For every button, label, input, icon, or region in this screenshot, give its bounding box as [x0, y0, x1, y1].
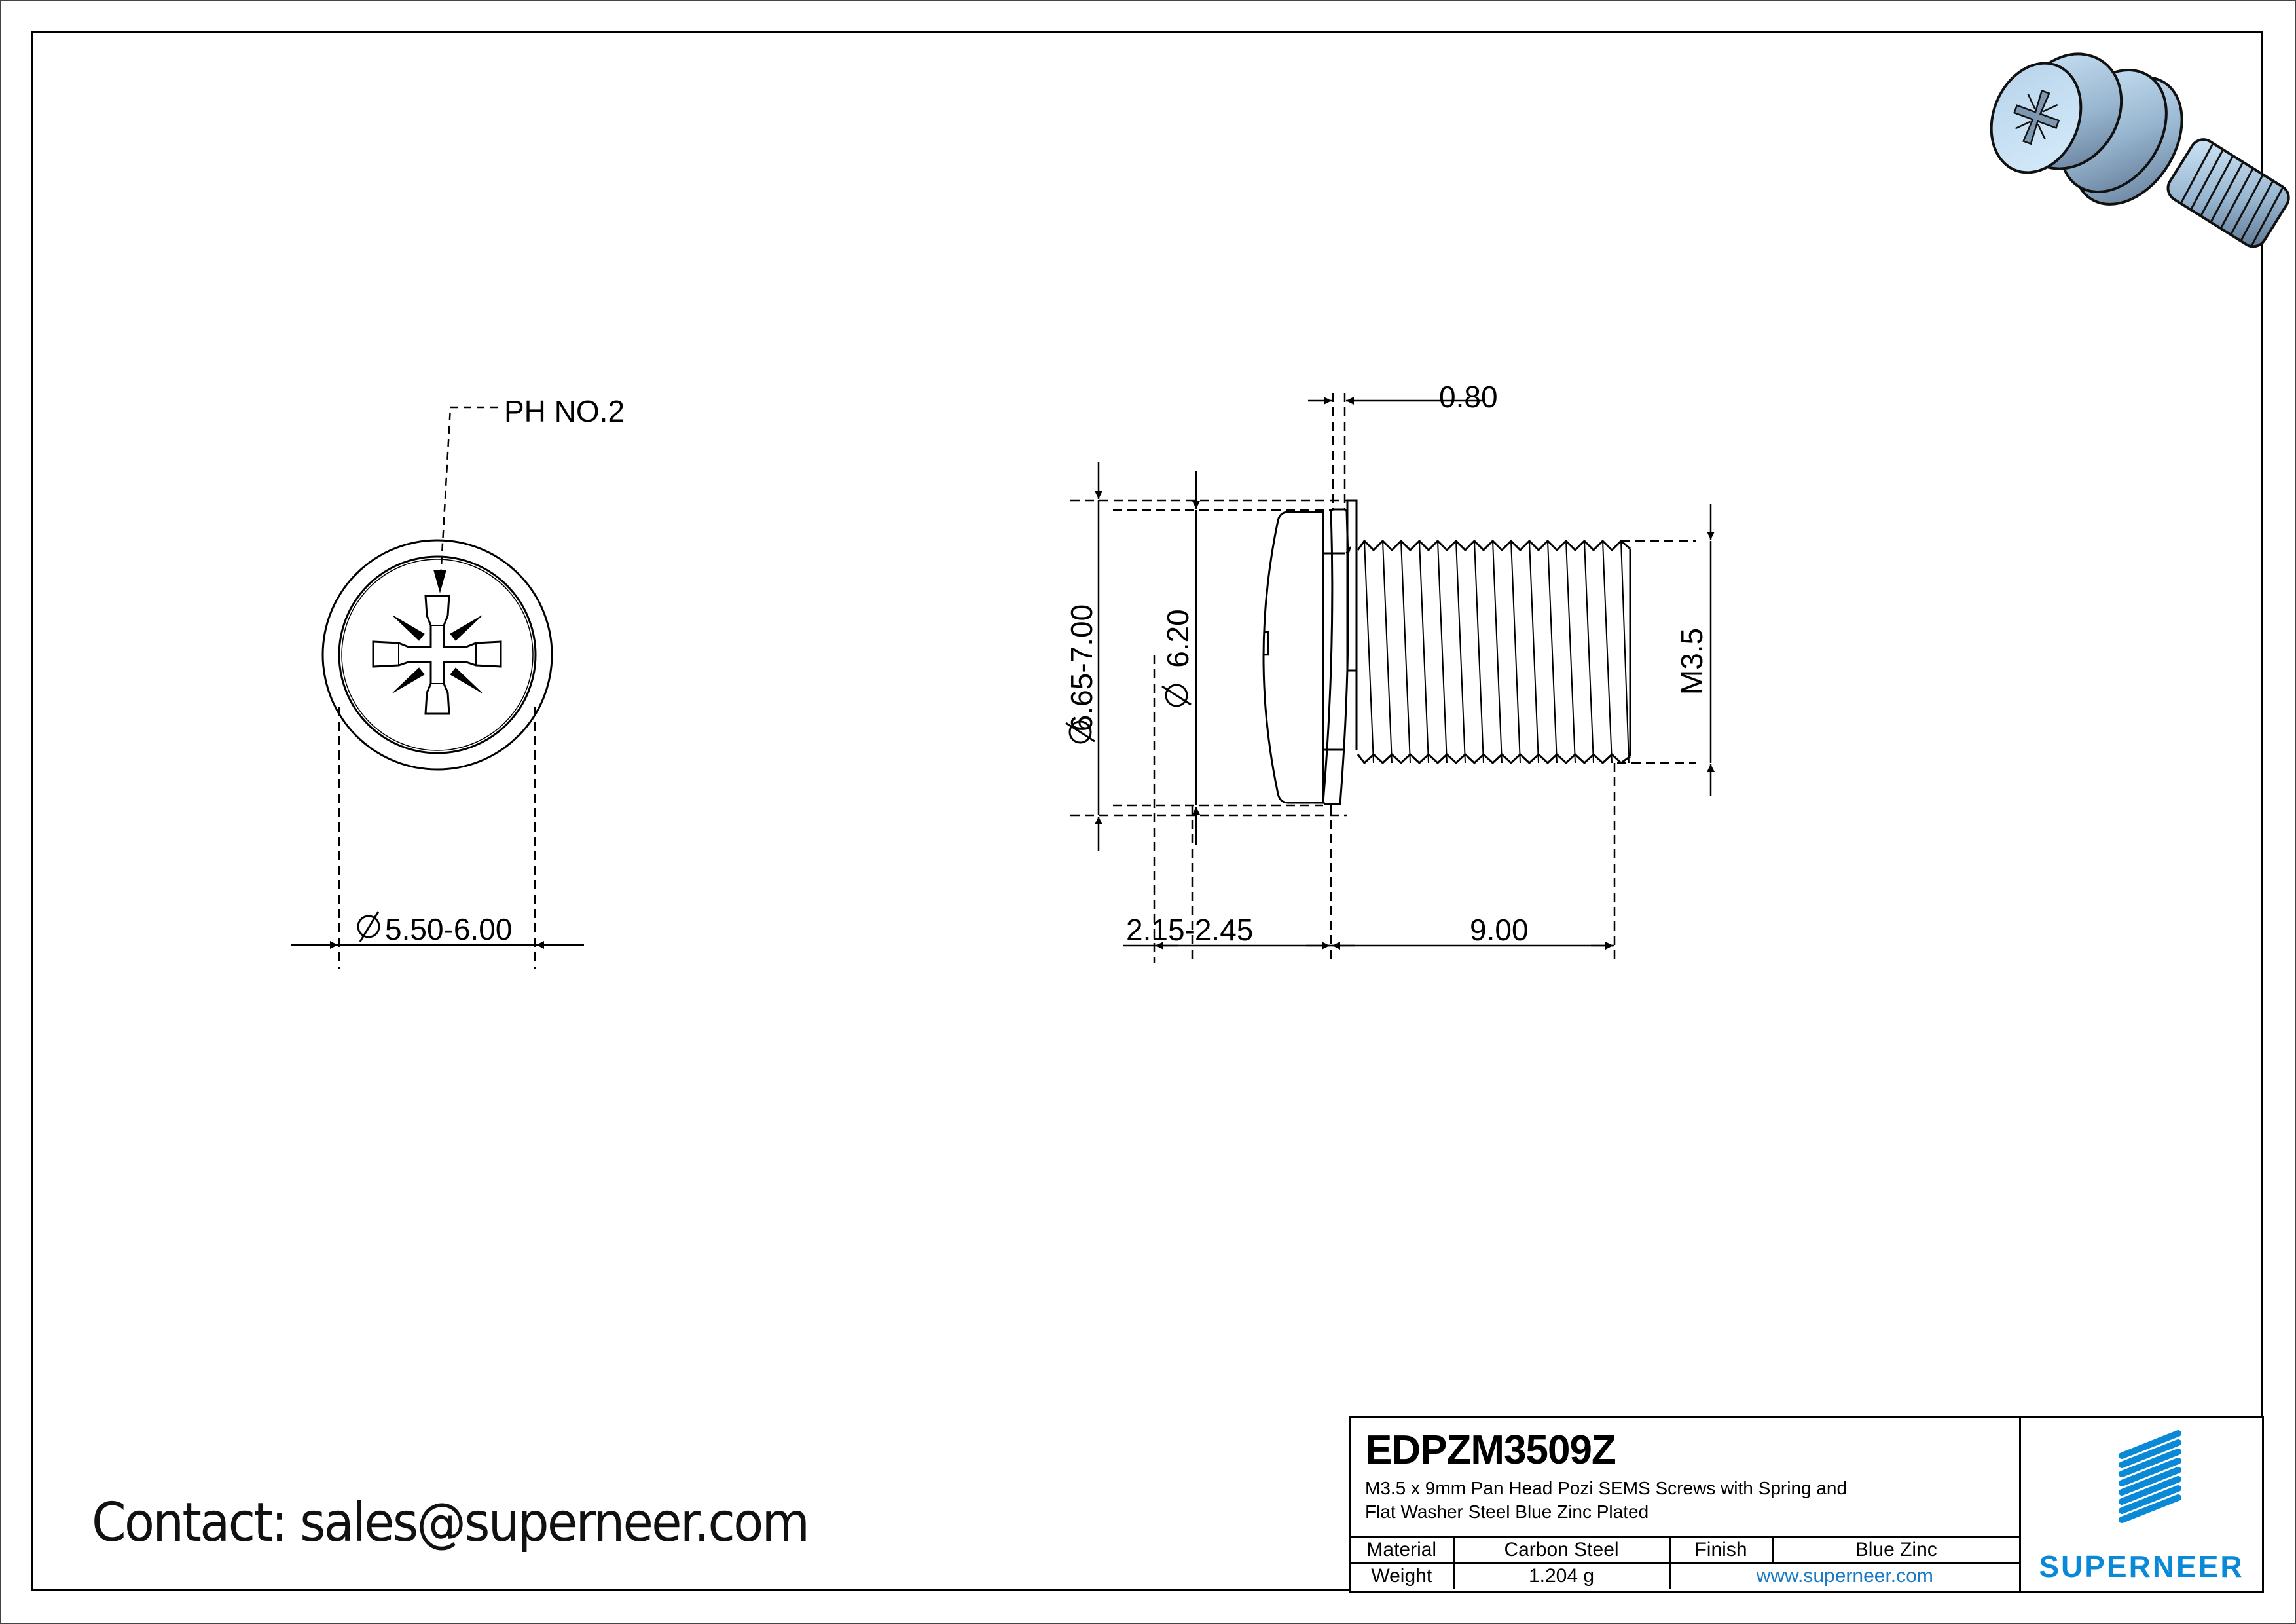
thread-shank	[1355, 539, 1631, 765]
material-label: Material	[1351, 1536, 1455, 1564]
head-outline	[338, 555, 537, 754]
superneer-logo: SUPERNEER	[2021, 1418, 2262, 1591]
front-view	[291, 406, 584, 969]
washer-diameter-dim: 6.65-7.00	[1065, 604, 1099, 731]
contact-email: Contact: sales@superneer.com	[92, 1492, 810, 1554]
website-link[interactable]: www.superneer.com	[1668, 1562, 2019, 1589]
head-diameter-dim: 6.20	[1161, 609, 1195, 668]
pozi-cross-icon	[372, 595, 502, 715]
weight-label: Weight	[1351, 1562, 1455, 1589]
diameter-symbol-icon	[1065, 720, 1095, 744]
spec-row-material: Material Carbon Steel Finish Blue Zinc	[1351, 1536, 2019, 1564]
washer-thickness-dim: 0.80	[1439, 380, 1498, 414]
head-height-dim: 2.15-2.45	[1126, 913, 1253, 947]
part-description: M3.5 x 9mm Pan Head Pozi SEMS Screws wit…	[1365, 1477, 2013, 1524]
logo-stripes-icon	[2119, 1430, 2181, 1523]
diameter-symbol-icon	[1161, 684, 1192, 707]
length-dim: 9.00	[1470, 913, 1529, 947]
finish-value: Blue Zinc	[1771, 1536, 2019, 1564]
phillips-callout: PH NO.2	[504, 394, 625, 428]
finish-label: Finish	[1668, 1536, 1774, 1564]
screw-3d-render	[1990, 52, 2290, 248]
diameter-symbol-icon	[357, 911, 380, 942]
material-value: Carbon Steel	[1452, 1536, 1671, 1564]
pan-head	[1262, 511, 1324, 804]
front-diameter-dim: 5.50-6.00	[385, 912, 512, 946]
spec-table: Material Carbon Steel Finish Blue Zinc W…	[1351, 1536, 2019, 1589]
brand-name: SUPERNEER	[2039, 1549, 2244, 1583]
title-block-info: EDPZM3509Z M3.5 x 9mm Pan Head Pozi SEMS…	[1351, 1418, 2021, 1591]
spec-row-weight: Weight 1.204 g www.superneer.com	[1351, 1562, 2019, 1589]
washer-outline	[321, 539, 553, 771]
title-block: EDPZM3509Z M3.5 x 9mm Pan Head Pozi SEMS…	[1349, 1416, 2264, 1593]
description-line-1: M3.5 x 9mm Pan Head Pozi SEMS Screws wit…	[1365, 1478, 1848, 1498]
side-view	[1070, 393, 1715, 963]
drawing-frame	[31, 31, 2263, 1591]
description-line-2: Flat Washer Steel Blue Zinc Plated	[1365, 1502, 1649, 1522]
weight-value: 1.204 g	[1452, 1562, 1671, 1589]
thread-size-dim: M3.5	[1675, 628, 1709, 695]
part-number: EDPZM3509Z	[1365, 1428, 1616, 1473]
